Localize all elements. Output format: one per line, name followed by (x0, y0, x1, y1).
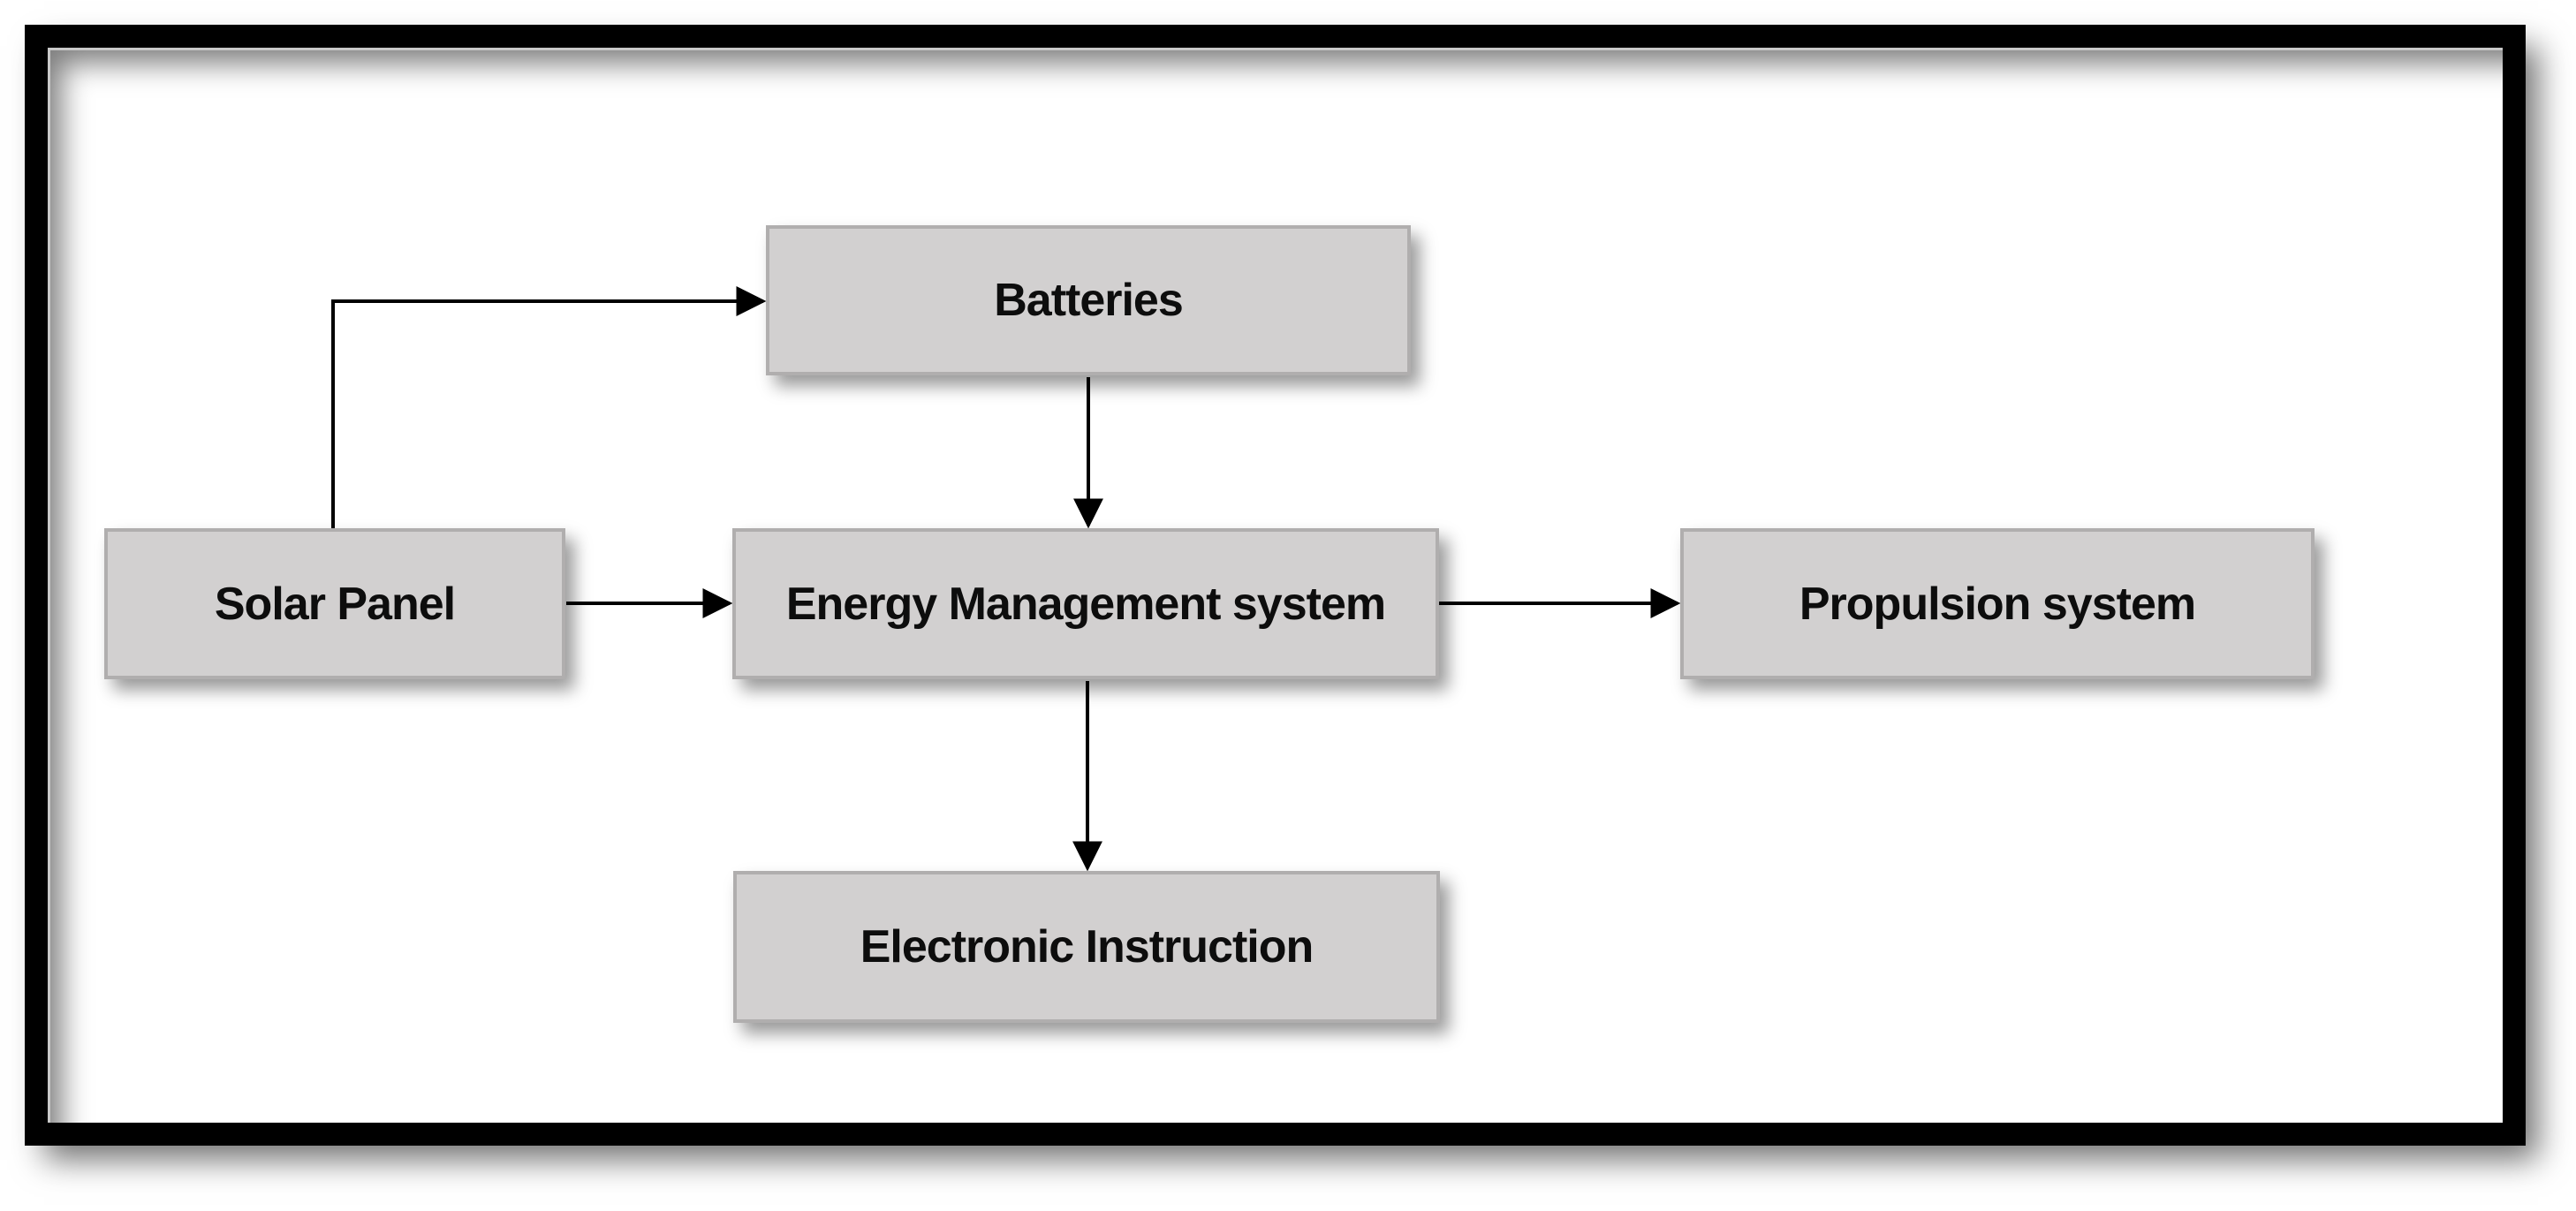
node-batteries: Batteries (766, 225, 1411, 375)
node-energy-management-system-label: Energy Management system (785, 578, 1386, 630)
node-energy-management-system: Energy Management system (732, 528, 1439, 679)
node-propulsion-system: Propulsion system (1680, 528, 2315, 679)
node-batteries-label: Batteries (994, 275, 1184, 326)
node-propulsion-system-label: Propulsion system (1799, 578, 2196, 630)
node-electronic-instruction: Electronic Instruction (733, 871, 1440, 1023)
node-electronic-instruction-label: Electronic Instruction (860, 921, 1315, 973)
diagram-canvas: Batteries Solar Panel Energy Management … (48, 48, 2503, 1123)
diagram-frame: Batteries Solar Panel Energy Management … (25, 25, 2526, 1146)
connector-solar-panel-to-batteries (331, 286, 767, 528)
node-solar-panel: Solar Panel (104, 528, 565, 679)
node-solar-panel-label: Solar Panel (214, 578, 456, 630)
